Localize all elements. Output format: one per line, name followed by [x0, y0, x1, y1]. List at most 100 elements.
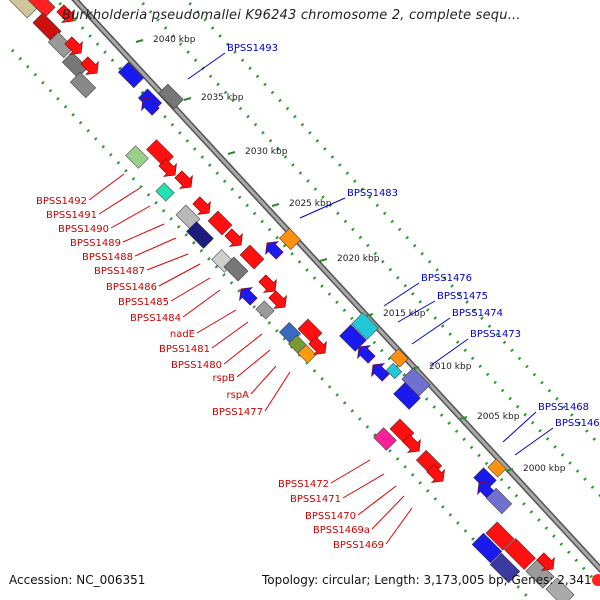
feature-grey-9[interactable] [545, 577, 575, 600]
feature-grey-3[interactable] [69, 71, 97, 99]
feature-tan-block[interactable] [5, 0, 41, 19]
feature-orange-3[interactable] [389, 348, 409, 368]
gene-label-bpss1492[interactable]: BPSS1492 [36, 173, 125, 207]
feature-orange-4[interactable] [487, 458, 507, 478]
kbp-label-2030-kbp: 2030 kbp [245, 147, 288, 157]
feature-red-arrow-13[interactable] [534, 550, 559, 575]
feature-blue-arrow-4[interactable] [353, 341, 378, 366]
kbp-label-2005-kbp: 2005 kbp [477, 412, 520, 422]
feature-red-10[interactable] [485, 521, 515, 551]
gene-label-bpss1468[interactable]: BPSS1468 [502, 402, 589, 443]
kbp-tick-2015-kbp [365, 313, 374, 317]
feature-red-11[interactable] [504, 538, 536, 570]
feature-blue-arrow-1[interactable] [137, 93, 162, 118]
gene-label-bpss1488[interactable]: BPSS1488 [82, 237, 177, 263]
feature-red-arrow-8[interactable] [256, 272, 281, 297]
gene-label-bpss1467[interactable]: BPSS1467 [514, 418, 600, 456]
feature-blue-1[interactable] [117, 61, 145, 89]
svg-text:BPSS1469a: BPSS1469a [313, 525, 370, 536]
gene-label-bpss1484[interactable]: BPSS1484 [130, 289, 221, 324]
gene-label-bpss1489[interactable]: BPSS1489 [70, 223, 165, 249]
feature-purple-1[interactable] [401, 367, 431, 397]
svg-text:rspA: rspA [226, 390, 249, 401]
feature-blue-arrow-3[interactable] [261, 237, 286, 262]
feature-magenta-1[interactable] [373, 427, 397, 451]
gene-label-bpss1470[interactable]: BPSS1470 [305, 485, 397, 522]
gene-labels: BPSS1493BPSS1483BPSS1476BPSS1475BPSS1474… [36, 43, 600, 551]
svg-text:BPSS1483: BPSS1483 [347, 188, 398, 199]
feature-red-arrow-2[interactable] [62, 34, 87, 59]
gene-label-bpss1481[interactable]: BPSS1481 [159, 321, 249, 355]
feature-navy-1[interactable] [186, 221, 214, 249]
feature-red-arrow-10[interactable] [306, 334, 331, 359]
feature-red-arrow-3[interactable] [78, 54, 103, 79]
feature-blue-arrow-5[interactable] [367, 359, 392, 384]
feature-blue-4[interactable] [393, 382, 421, 410]
feature-red-arrow-5[interactable] [172, 168, 197, 193]
kbp-label-2010-kbp: 2010 kbp [429, 362, 472, 372]
feature-blue-3[interactable] [339, 324, 367, 352]
gene-label-rspa[interactable]: rspA [226, 365, 277, 401]
kbp-label-2040-kbp: 2040 kbp [153, 35, 196, 45]
gene-label-bpss1474[interactable]: BPSS1474 [411, 308, 503, 345]
feature-red-arrow-6[interactable] [190, 194, 215, 219]
track-guide-reverse-inner [137, 0, 600, 498]
feature-grey-6[interactable] [223, 256, 249, 282]
feature-teal-1[interactable] [155, 182, 175, 202]
gene-label-bpss1472[interactable]: BPSS1472 [278, 459, 371, 490]
gene-label-bpss1475[interactable]: BPSS1475 [397, 291, 488, 323]
feature-blue-6[interactable] [471, 532, 503, 564]
gene-label-bpss1486[interactable]: BPSS1486 [106, 263, 201, 293]
accession-text: Accession: NC_006351 [9, 573, 146, 587]
feature-red-arrow-1[interactable] [54, 2, 79, 27]
gene-label-bpss1491[interactable]: BPSS1491 [46, 187, 141, 221]
gene-label-bpss1485[interactable]: BPSS1485 [118, 277, 211, 308]
svg-text:BPSS1488: BPSS1488 [82, 252, 133, 263]
feature-navy-2[interactable] [489, 552, 521, 584]
svg-text:BPSS1476: BPSS1476 [421, 273, 472, 284]
gene-label-bpss1480[interactable]: BPSS1480 [171, 333, 263, 371]
feature-red-6[interactable] [239, 244, 265, 270]
feature-red-arrow-11[interactable] [400, 432, 425, 457]
feature-grey-2[interactable] [61, 51, 89, 79]
kbp-label-2025-kbp: 2025 kbp [289, 199, 332, 209]
gene-label-bpss1471[interactable]: BPSS1471 [290, 473, 385, 505]
gene-label-bpss1469a[interactable]: BPSS1469a [313, 495, 405, 536]
kbp-tick-2040-kbp [135, 39, 144, 43]
kbp-label-2035-kbp: 2035 kbp [201, 93, 244, 103]
gene-label-rspb[interactable]: rspB [212, 349, 271, 384]
track-guides [10, 0, 600, 600]
svg-text:BPSS1475: BPSS1475 [437, 291, 488, 302]
feature-red-arrow-4[interactable] [156, 156, 181, 181]
gene-label-bpss1487[interactable]: BPSS1487 [94, 253, 189, 277]
svg-text:BPSS1470: BPSS1470 [305, 511, 356, 522]
feature-green-1[interactable] [125, 145, 149, 169]
feature-cyan-1[interactable] [351, 312, 379, 340]
svg-text:rspB: rspB [212, 373, 235, 384]
feature-orange-1[interactable] [297, 344, 317, 364]
feature-red-edge[interactable] [592, 574, 600, 586]
feature-purple-2[interactable] [485, 487, 513, 515]
feature-red-top[interactable] [26, 0, 56, 18]
feature-red-arrow-12[interactable] [424, 462, 449, 487]
gene-label-bpss1493[interactable]: BPSS1493 [187, 43, 278, 80]
gene-label-bpss1469[interactable]: BPSS1469 [333, 507, 413, 551]
gene-label-bpss1476[interactable]: BPSS1476 [383, 273, 472, 307]
feature-grey-1[interactable] [47, 31, 75, 59]
feature-red-arrow-7[interactable] [222, 226, 247, 251]
kbp-label-2020-kbp: 2020 kbp [337, 254, 380, 264]
gene-label-bpss1490[interactable]: BPSS1490 [58, 205, 151, 235]
feature-grey-7[interactable] [255, 300, 275, 320]
gene-label-bpss1483[interactable]: BPSS1483 [299, 188, 398, 219]
gene-label-nade[interactable]: nadE [170, 309, 237, 340]
gene-label-bpss1473[interactable]: BPSS1473 [429, 329, 521, 367]
feature-red-5[interactable] [207, 210, 233, 236]
feature-blue-arrow-2[interactable] [235, 283, 260, 308]
feature-grey-rev[interactable] [158, 83, 184, 110]
feature-orange-2[interactable] [279, 228, 301, 250]
feature-red-arrow-9[interactable] [266, 288, 291, 313]
svg-text:BPSS1490: BPSS1490 [58, 224, 109, 235]
feature-cyan-2[interactable] [385, 362, 403, 380]
gene-label-bpss1477[interactable]: BPSS1477 [212, 371, 291, 418]
